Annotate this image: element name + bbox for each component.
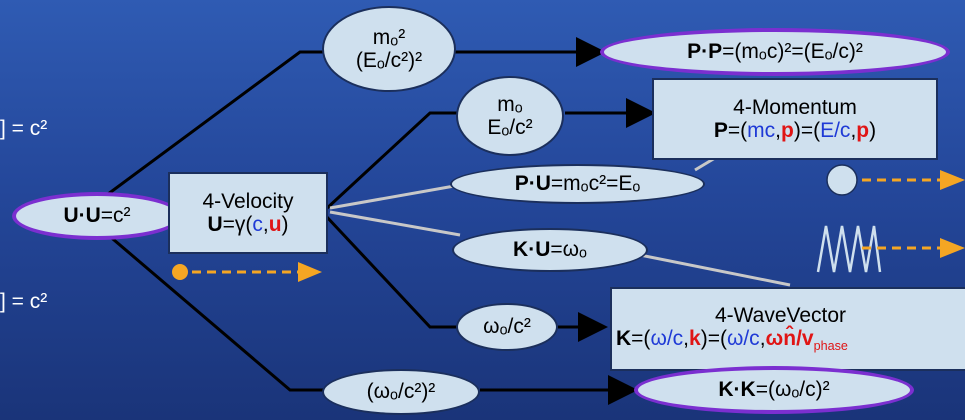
pp-value: =(mₒc)²=(Eₒ/c)² (722, 40, 863, 64)
line-vel-to-omega (323, 213, 458, 329)
ku-symbol: K·U (513, 238, 551, 262)
pu-value: =mₒc²=Eₒ (550, 172, 641, 196)
left-label-top: ] = c² (0, 117, 48, 140)
pu-symbol: P·U (514, 172, 551, 196)
mass-squared-label: mₒ² (372, 25, 406, 49)
wavevector-box: 4-WaveVector K=(ω/c,k)=(ω/c,ωn̂/vphase (610, 287, 965, 371)
momentum-box: 4-Momentum P=(mc,p)=(E/c,p) (652, 78, 938, 160)
mass-squared-ellipse: mₒ² (Eₒ/c²)² (322, 6, 456, 92)
line-uu-to-omega2 (99, 226, 325, 392)
gray-ku-to-wave (639, 253, 791, 287)
left-label-bottom: ] = c² (0, 290, 48, 313)
pp-ellipse: P·P=(mₒc)²=(Eₒ/c)² (600, 28, 950, 76)
pp-symbol: P·P (687, 40, 723, 64)
momentum-formula: P=(mc,p)=(E/c,p) (713, 119, 877, 142)
wavevector-formula: K=(ω/c,k)=(ω/c,ωn̂/vphase (616, 327, 848, 354)
kk-value: =(ωₒ/c)² (755, 378, 830, 402)
uu-symbol: U·U (63, 204, 101, 228)
gray-vel-to-pu (329, 183, 461, 210)
velocity-formula: U=γ(c,u) (207, 213, 289, 236)
energy-label: Eₒ/c² (487, 116, 533, 139)
uu-ellipse: U·U=c² (12, 192, 182, 240)
kk-symbol: K·K (718, 378, 756, 402)
omega-squared-ellipse: (ωₒ/c²)² (322, 369, 480, 415)
ku-value: =ωₒ (550, 238, 587, 262)
omega-squared-label: (ωₒ/c²)² (366, 380, 436, 404)
momentum-title: 4-Momentum (733, 95, 857, 119)
velocity-box: 4-Velocity U=γ(c,u) (168, 172, 328, 254)
omega-label: ωₒ/c² (483, 315, 531, 339)
uu-value: =c² (100, 204, 131, 228)
wave-icon (816, 225, 965, 273)
kk-ellipse: K·K=(ωₒ/c)² (634, 366, 914, 414)
pu-ellipse: P·U=mₒc²=Eₒ (450, 164, 705, 204)
particle-dot-icon (172, 262, 322, 282)
line-uu-to-m2 (99, 50, 325, 202)
wavevector-title: 4-WaveVector (714, 303, 847, 327)
line-vel-to-m (323, 111, 458, 212)
ku-ellipse: K·U=ωₒ (452, 228, 648, 272)
velocity-title: 4-Velocity (202, 189, 294, 213)
energy-squared-label: (Eₒ/c²)² (355, 49, 423, 72)
mass-ellipse: mₒ Eₒ/c² (456, 76, 564, 156)
gray-vel-to-ku (329, 210, 461, 237)
omega-ellipse: ωₒ/c² (456, 303, 558, 351)
particle-ball-icon (826, 164, 965, 196)
mass-label: mₒ (497, 92, 523, 116)
